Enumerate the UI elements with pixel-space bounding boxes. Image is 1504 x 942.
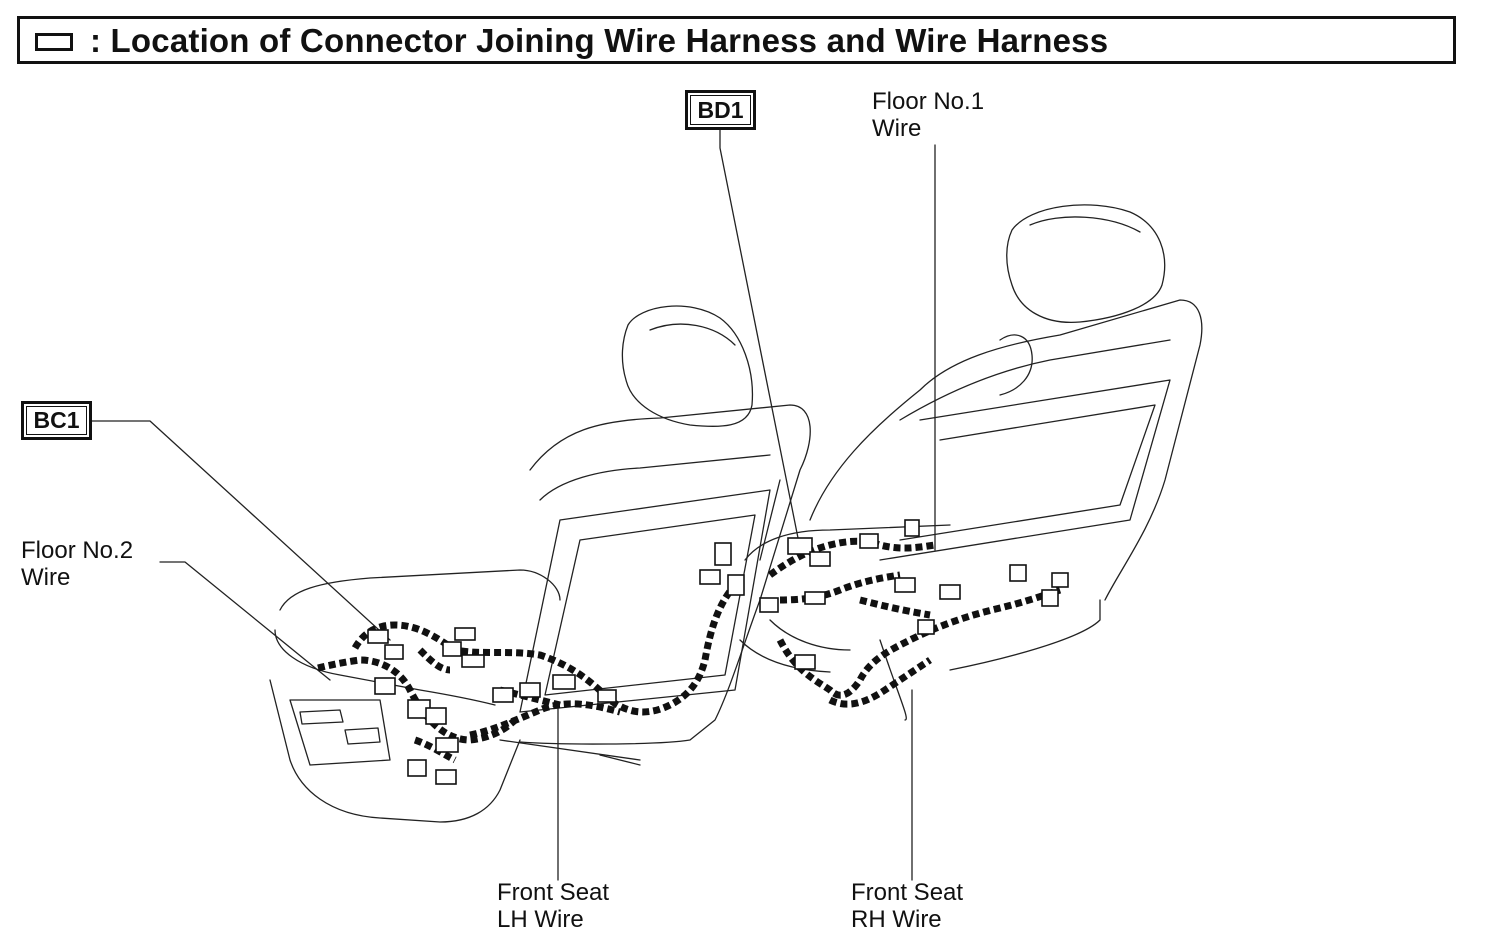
connector [425, 707, 447, 725]
page-title: : Location of Connector Joining Wire Har… [90, 22, 1109, 59]
connector [442, 641, 462, 657]
connector-code-bc1: BC1 [21, 401, 92, 440]
floor-no2-wire-label: Floor No.2 Wire [21, 537, 133, 591]
title-box: : Location of Connector Joining Wire Har… [17, 16, 1456, 64]
right-backrest-outline [809, 299, 1203, 671]
left-backrest-outline [519, 404, 811, 745]
connector [759, 597, 779, 613]
connector [454, 627, 476, 641]
label-line: Front Seat [497, 879, 610, 906]
right-seat-harness-mid [779, 571, 931, 619]
connector [1041, 589, 1059, 607]
left-headrest-outline [621, 305, 754, 427]
connector [904, 519, 920, 537]
connector [917, 619, 935, 635]
right-seat-harness-upper [767, 537, 936, 578]
bc1-connector [367, 629, 389, 644]
label-line: Wire [872, 115, 922, 142]
connector [1051, 572, 1069, 588]
floor-no2-wire-harness [317, 656, 518, 744]
bd1-connector [787, 537, 813, 555]
floor-no2-leader-line [159, 561, 331, 681]
connector [384, 644, 404, 660]
connector [894, 577, 916, 593]
connector [699, 569, 721, 585]
right-seat-harness-lower [828, 657, 932, 708]
connector [727, 574, 745, 596]
label-line: Floor No.2 [21, 537, 134, 564]
connector [519, 682, 541, 698]
connector [492, 687, 514, 703]
connector [859, 533, 879, 549]
left-cushion-outline [269, 569, 641, 823]
connector [939, 584, 961, 600]
connector [597, 689, 617, 703]
front-seat-rh-wire-label: Front Seat RH Wire [851, 879, 963, 933]
front-seat-lh-wire-label: Front Seat LH Wire [497, 879, 609, 933]
connector [461, 654, 485, 668]
connector [435, 769, 457, 785]
connector [552, 674, 576, 690]
connector [794, 654, 816, 670]
connector [1009, 564, 1027, 582]
connector-code-bd1: BD1 [685, 90, 756, 130]
bc1-leader-line [91, 420, 391, 641]
right-headrest-outline [1006, 204, 1166, 324]
connector-legend-icon [35, 33, 73, 51]
connector [714, 542, 732, 566]
connector [407, 759, 427, 777]
connector [804, 591, 826, 605]
label-line: RH Wire [851, 906, 942, 933]
label-line: Floor No.1 [872, 88, 985, 115]
bd1-leader-line [719, 129, 801, 549]
connector [435, 737, 459, 753]
label-line: Front Seat [851, 879, 964, 906]
left-seat-harness-main [351, 582, 738, 716]
front-seat-rh-wire-harness [776, 586, 1062, 699]
label-line: LH Wire [497, 906, 584, 933]
connector [374, 677, 396, 695]
floor-no1-wire-label: Floor No.1 Wire [872, 88, 984, 142]
connector [809, 551, 831, 567]
label-line: Wire [21, 564, 71, 591]
